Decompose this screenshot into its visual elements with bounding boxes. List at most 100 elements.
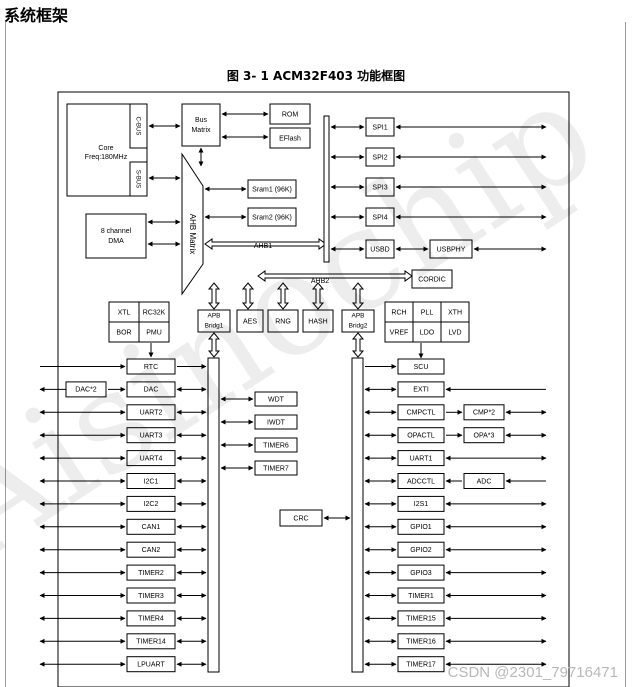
apb-bridge1-label-1: APB: [207, 313, 220, 320]
apb1-periph-uart4-label: UART4: [140, 455, 163, 462]
rng-block: [267, 309, 299, 333]
apb2-periph-timer17-label: TIMER17: [406, 662, 436, 669]
csdn-watermark: CSDN @2301_79716471: [447, 664, 618, 681]
dma-block: [85, 213, 147, 259]
spi-block-1: [365, 117, 395, 137]
section-heading: 系统框架: [4, 6, 69, 25]
apb1-periph-dac: [126, 381, 176, 398]
ahb-matrix-label: AHB Matrix: [188, 214, 197, 254]
apb1-periph-lpuart: [126, 656, 176, 673]
cordic-block-label: CORDIC: [418, 276, 446, 283]
opa3-block: [463, 427, 505, 444]
apb1-periph-timer14: [126, 633, 176, 650]
apb1-vertical-bar: [207, 357, 220, 673]
apb1-periph-i2c1: [126, 473, 176, 489]
cbus-label: C-BUS: [134, 117, 140, 136]
clk-right-bottom-1-label: VREF: [390, 329, 409, 336]
apb2-periph-timer16-label: TIMER16: [406, 639, 436, 646]
dma-label-1: 8 channel: [101, 228, 132, 235]
rom-block: [269, 103, 311, 125]
clk-right-top-3-label: XTH: [448, 309, 462, 316]
cmp2-block-label: CMP*2: [473, 410, 495, 417]
arrow-ahb2-bridge1: [207, 282, 221, 310]
apb2-periph-opactl-label: OPACTL: [407, 433, 435, 440]
pmu-block: [138, 321, 170, 343]
apb2-periph-timer1-label: TIMER1: [408, 593, 434, 600]
usbphy-block: [429, 239, 473, 259]
apb2-periph-timer1: [397, 587, 445, 604]
crc-block-label: CRC: [293, 515, 308, 522]
clk-right-top-2-label: PLL: [421, 309, 434, 316]
apb2-periph-gpio2: [397, 541, 445, 558]
arrow-bridge1-apb1: [207, 332, 221, 358]
apb2-periph-gpio3: [397, 564, 445, 581]
adc-block-label: ADC: [477, 478, 492, 485]
apb2-periph-i2s1-label: I2S1: [414, 501, 429, 508]
apb1-periph-can2-label: CAN2: [142, 547, 161, 554]
clk-right-bottom-2-label: LDO: [420, 329, 435, 336]
apb1-periph-timer2: [126, 564, 176, 581]
apb2-periph-opactl: [397, 427, 445, 444]
opa3-block-label: OPA*3: [474, 433, 495, 440]
rc32k-block-label: RC32K: [143, 309, 166, 316]
hash-block-label: HASH: [308, 318, 327, 325]
apb-bridge2-label-1: APB: [351, 313, 364, 320]
apb1-periph-uart3-label: UART3: [140, 433, 163, 440]
arrow-bridge2-apb2: [351, 332, 365, 358]
apb1-periph-uart2-label: UART2: [140, 410, 163, 417]
rng-block-label: RNG: [275, 318, 291, 325]
cordic-block: [411, 269, 453, 289]
bus-matrix-block: [181, 103, 221, 147]
apb2-vertical-bar: [351, 357, 364, 673]
spi-block-1-label: SPI1: [372, 124, 387, 131]
apb-bridge1-block: [197, 309, 231, 333]
apb1-periph-lpuart-label: LPUART: [137, 662, 165, 669]
ahb-matrix-block: [181, 152, 204, 296]
sram2-block: [247, 207, 297, 227]
apb1-periph-timer3: [126, 587, 176, 604]
aes-block-label: AES: [243, 318, 257, 325]
apb1-periph-dac-label: DAC: [144, 387, 159, 394]
apb2-periph-uart1-label: UART1: [410, 455, 433, 462]
dma-label-2: DMA: [108, 238, 124, 245]
mid-periph-iwdt: [254, 414, 298, 430]
apb2-periph-scu: [397, 358, 445, 375]
apb1-periph-uart2: [126, 404, 176, 421]
rom-block-label: ROM: [282, 111, 299, 118]
apb-bridge2-block: [341, 309, 375, 333]
page-border-left: [5, 22, 6, 687]
mid-periph-iwdt-label: IWDT: [267, 419, 286, 426]
usbphy-block-label: USBPHY: [437, 246, 466, 253]
aes-block: [236, 309, 264, 333]
sbus-label: S-BUS: [134, 170, 140, 188]
apb2-periph-uart1: [397, 450, 445, 467]
apb2-periph-gpio3-label: GPIO3: [410, 570, 432, 577]
apb2-periph-timer16: [397, 633, 445, 650]
usbd-block-label: USBD: [370, 246, 389, 253]
apb2-periph-scu-label: SCU: [414, 364, 429, 371]
apb2-periph-cmpctl-label: CMPCTL: [407, 410, 436, 417]
bor-block-label: BOR: [116, 329, 131, 336]
clk-right-top-1-label: RCH: [391, 309, 406, 316]
apb2-periph-i2s1: [397, 495, 445, 512]
apb2-periph-timer15-label: TIMER15: [406, 616, 436, 623]
dac2-block-label: DAC*2: [75, 387, 97, 394]
bus-matrix-label-1: Bus: [195, 117, 208, 124]
ahb-vertical-bar: [323, 115, 330, 263]
apb1-periph-can1-label: CAN1: [142, 524, 161, 531]
ahb1-label: AHB1: [254, 243, 272, 250]
apb2-periph-adcctl: [397, 473, 445, 489]
eflash-block: [269, 127, 311, 149]
spi-block-3-label: SPI3: [372, 184, 387, 191]
apb1-periph-can2: [126, 541, 176, 558]
cbus-block: [129, 103, 148, 149]
hash-block: [302, 309, 334, 333]
apb2-periph-exti-label: EXTI: [413, 387, 429, 394]
apb2-periph-gpio2-label: GPIO2: [410, 547, 432, 554]
apb1-periph-i2c1-label: I2C1: [144, 478, 159, 485]
apb2-periph-timer15: [397, 610, 445, 627]
sbus-block: [129, 161, 148, 197]
apb1-periph-timer2-label: TIMER2: [138, 570, 164, 577]
page-border-right: [625, 22, 626, 687]
arrow-ahb2-bridge2: [351, 282, 365, 310]
